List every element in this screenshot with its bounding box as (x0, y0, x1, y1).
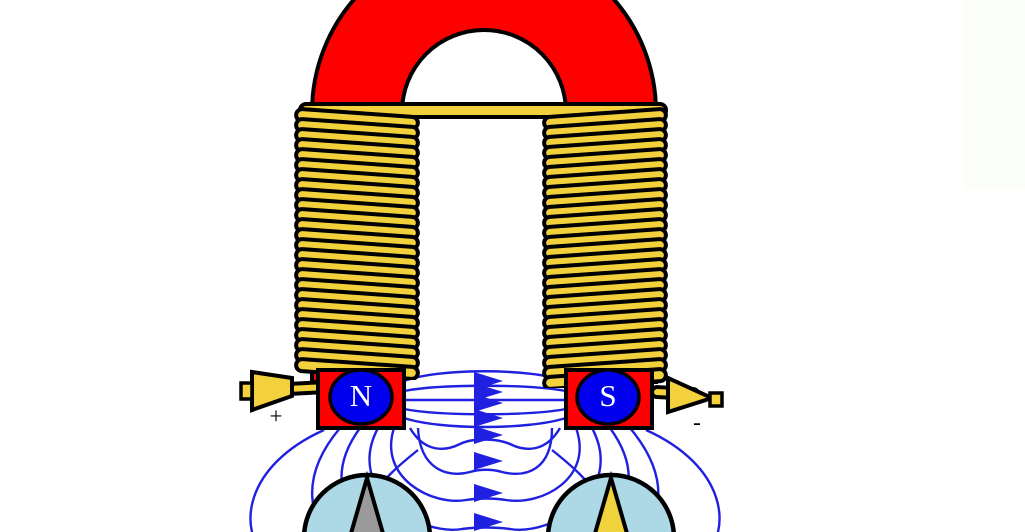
field-line (390, 427, 581, 502)
negative-terminal[interactable] (650, 374, 724, 415)
positive-terminal-connector-icon (250, 369, 294, 413)
north-pole-label: N (350, 378, 372, 413)
field-line (645, 428, 721, 532)
south-pole-disc (575, 368, 641, 426)
field-arrow-icon (474, 452, 503, 470)
compass-needle-icon (349, 470, 385, 532)
field-direction-arrows (474, 372, 503, 531)
north-pole: N (316, 368, 406, 430)
field-line (416, 427, 554, 475)
negative-terminal-connector-icon (666, 374, 718, 415)
negative-terminal-tab (708, 391, 724, 408)
north-pole-disc (328, 368, 394, 426)
positive-terminal-tab (239, 381, 254, 401)
field-arrow-icon (474, 484, 503, 502)
field-arrow-icon (474, 409, 503, 427)
south-pole: S (564, 368, 654, 430)
south-pole-label: S (599, 378, 616, 413)
compass-right (546, 470, 676, 532)
background-edge-band (963, 0, 1025, 190)
positive-sign-label: + (270, 403, 283, 428)
field-line (403, 416, 567, 429)
field-arrow-icon (474, 394, 503, 412)
compass-needle-icon (593, 470, 629, 532)
right-coil (542, 107, 668, 388)
field-line (249, 428, 325, 532)
field-arrow-icon (474, 426, 503, 444)
compass-left (302, 470, 432, 532)
left-coil (294, 107, 420, 380)
field-arrow-icon (474, 513, 503, 531)
negative-sign-label: - (693, 409, 701, 434)
